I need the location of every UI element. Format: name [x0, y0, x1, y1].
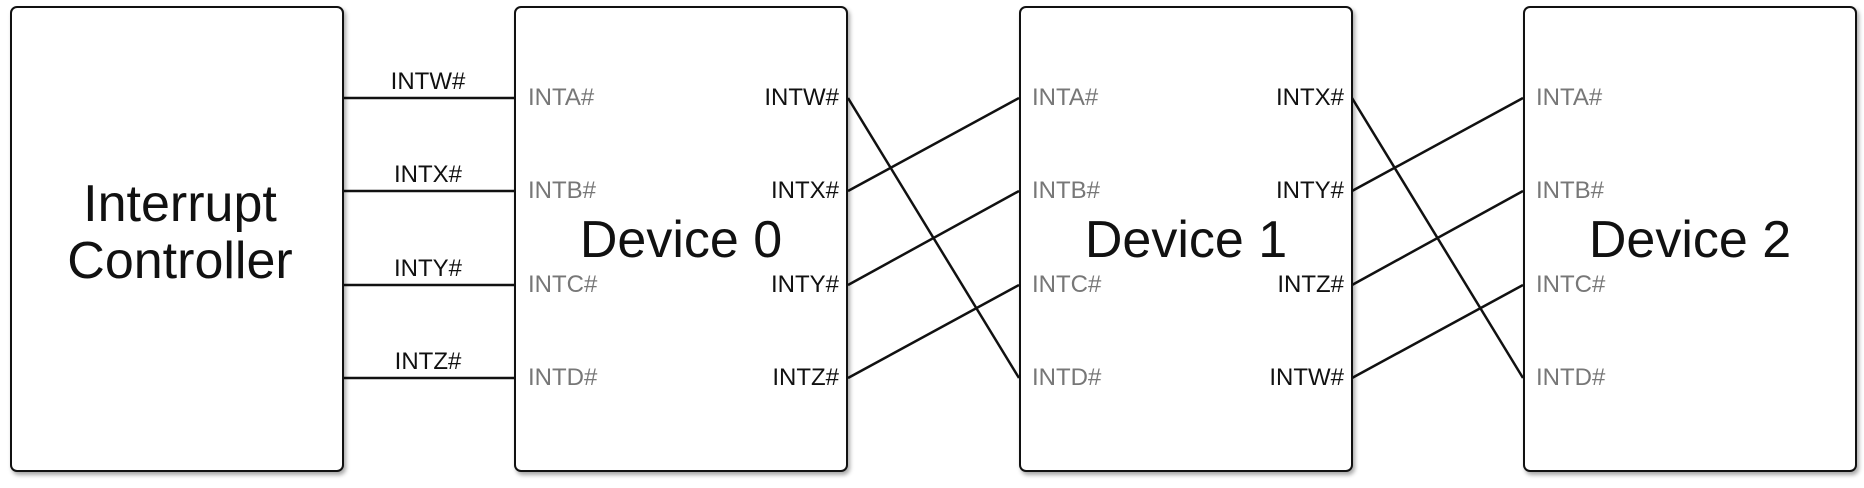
device-2-box	[1523, 6, 1857, 472]
device-1-input-pin: INTD#	[1032, 364, 1102, 391]
device-0-title: Device 0	[579, 211, 783, 269]
device-0-input-pin: INTD#	[528, 364, 598, 391]
device-2-title: Device 2	[1588, 211, 1792, 269]
wire-d0-inty-d1-intb	[847, 189, 1020, 287]
controller-output-label: INTY#	[393, 255, 462, 282]
interrupt-controller-title: Interrupt Controller	[60, 175, 300, 291]
device-2-input-pin: INTA#	[1536, 84, 1603, 111]
device-0-output-pin: INTY#	[770, 271, 839, 298]
device-1-output-pin: INTX#	[1275, 84, 1344, 111]
device-1-input-pin: INTC#	[1032, 271, 1102, 298]
device-0-box	[514, 6, 848, 472]
device-0-input-pin: INTB#	[528, 177, 597, 204]
device-1-output-pin: INTY#	[1275, 177, 1344, 204]
wire-d0-intx-d1-inta	[847, 96, 1020, 193]
controller-title-line2: Controller	[67, 232, 293, 291]
device-1-output-pin: INTW#	[1269, 364, 1344, 391]
controller-title-line1: Interrupt	[83, 175, 277, 233]
wire-d1-inty-d2-inta	[1351, 96, 1524, 193]
controller-output-label: INTZ#	[394, 348, 462, 375]
device-2-input-pin: INTD#	[1536, 364, 1606, 391]
device-1-input-pin: INTB#	[1032, 177, 1101, 204]
device-1-box	[1019, 6, 1353, 472]
wire-d1-intz-d2-intb	[1351, 189, 1524, 287]
device-0-input-pin: INTC#	[528, 271, 598, 298]
device-0-output-pin: INTW#	[764, 84, 839, 111]
device-0-output-pin: INTZ#	[772, 364, 839, 391]
device-0-output-pin: INTX#	[770, 177, 839, 204]
device-1-output-pin: INTZ#	[1277, 271, 1344, 298]
controller-output-label: INTX#	[393, 161, 462, 188]
controller-output-label: INTW#	[390, 68, 466, 95]
device-1-input-pin: INTA#	[1032, 84, 1099, 111]
interrupt-controller-box	[10, 6, 344, 472]
wire-d0-intz-d1-intc	[847, 283, 1020, 380]
device-1-title: Device 1	[1084, 211, 1288, 269]
device-2-input-pin: INTB#	[1536, 177, 1605, 204]
device-0-input-pin: INTA#	[528, 84, 595, 111]
wire-d1-intw-d2-intc	[1351, 283, 1524, 380]
device-2-input-pin: INTC#	[1536, 271, 1606, 298]
